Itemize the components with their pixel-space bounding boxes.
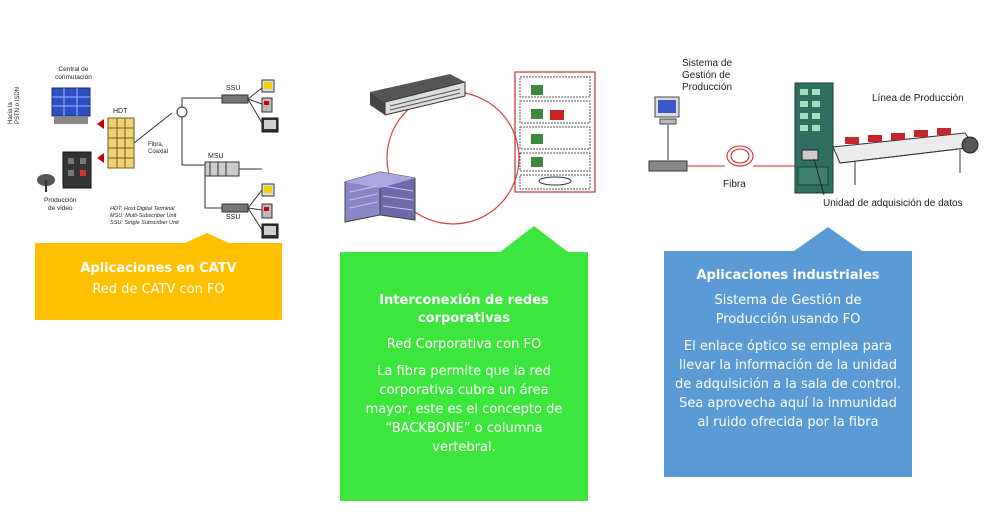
callout-corporativa-body: La fibra permite que la red corporativa … — [365, 364, 563, 455]
arrow-icon — [97, 119, 104, 129]
office-tower-icon — [344, 171, 416, 223]
callout-corporativa-title: Interconexión de redes corporativas — [379, 293, 549, 326]
ssu-device-icon — [221, 94, 249, 104]
label-produccion: Producción de video — [44, 197, 77, 212]
industrial-diagram-graphic — [648, 82, 979, 196]
callout-industrial-subtitle: Sistema de Gestión de Producción usando … — [714, 293, 862, 327]
label-central: Central de conmutación — [55, 66, 92, 81]
arrow-icon — [97, 153, 104, 163]
corporate-diagram — [335, 60, 605, 230]
legend-ssu: SSU: Single Subscriber Unit — [110, 220, 179, 226]
office-building-icon — [370, 74, 466, 116]
label-sistema: Sistema de Gestión de Producción — [682, 58, 733, 93]
callout-catv-subtitle: Red de CATV con FO — [92, 282, 225, 297]
callout-catv: Aplicaciones en CATV Red de CATV con FO — [35, 233, 282, 320]
computer-icon — [654, 96, 680, 125]
network-switch-icon — [648, 160, 688, 172]
video-production-icon — [37, 151, 92, 192]
callout-pointer — [185, 233, 229, 243]
label-fibra-coaxial: Fibra, Coaxial — [148, 142, 169, 155]
label-ssu-top: SSU — [226, 85, 241, 92]
label-msu: MSU — [208, 153, 224, 160]
label-linea: Línea de Producción — [872, 93, 964, 104]
ssu-device-icon — [221, 203, 249, 213]
industrial-diagram: Sistema de Gestión de Producción Línea d… — [640, 55, 985, 225]
legend-msu: MSU: Multi-Subscriber Unit — [110, 213, 177, 219]
server-rack-icon — [514, 71, 596, 193]
label-hdt: HDT — [113, 108, 128, 115]
callout-corporativa-subtitle: Red Corporativa con FO — [386, 337, 542, 352]
callout-catv-title: Aplicaciones en CATV — [80, 261, 237, 276]
catv-diagram-graphic — [37, 79, 279, 239]
label-pstn: Hacia la PSTN o ISDN — [8, 86, 21, 124]
callout-pointer — [500, 226, 568, 252]
callout-industrial: Aplicaciones industriales Sistema de Ges… — [664, 227, 912, 477]
hdt-rack-icon — [107, 117, 135, 169]
legend-hdt: HDT: Host Digital Terminal — [110, 206, 175, 212]
catv-legend: HDT: Host Digital Terminal MSU: Multi-Su… — [110, 206, 179, 227]
label-ssu-bottom: SSU — [226, 214, 241, 221]
corporate-diagram-graphic — [344, 71, 596, 225]
production-line-icon — [832, 128, 979, 185]
callout-pointer — [794, 227, 862, 251]
callout-industrial-title: Aplicaciones industriales — [696, 268, 880, 283]
callout-industrial-body: El enlace óptico se emplea para llevar l… — [674, 339, 901, 430]
data-acquisition-cabinet-icon — [794, 82, 834, 194]
catv-diagram: Central de conmutación Hacia la PSTN o I… — [0, 0, 300, 245]
label-fibra: Fibra — [723, 179, 746, 190]
callout-corporativa: Interconexión de redes corporativas Red … — [340, 226, 588, 501]
switching-center-icon — [51, 87, 91, 124]
label-unidad: Unidad de adquisición de datos — [823, 198, 963, 209]
